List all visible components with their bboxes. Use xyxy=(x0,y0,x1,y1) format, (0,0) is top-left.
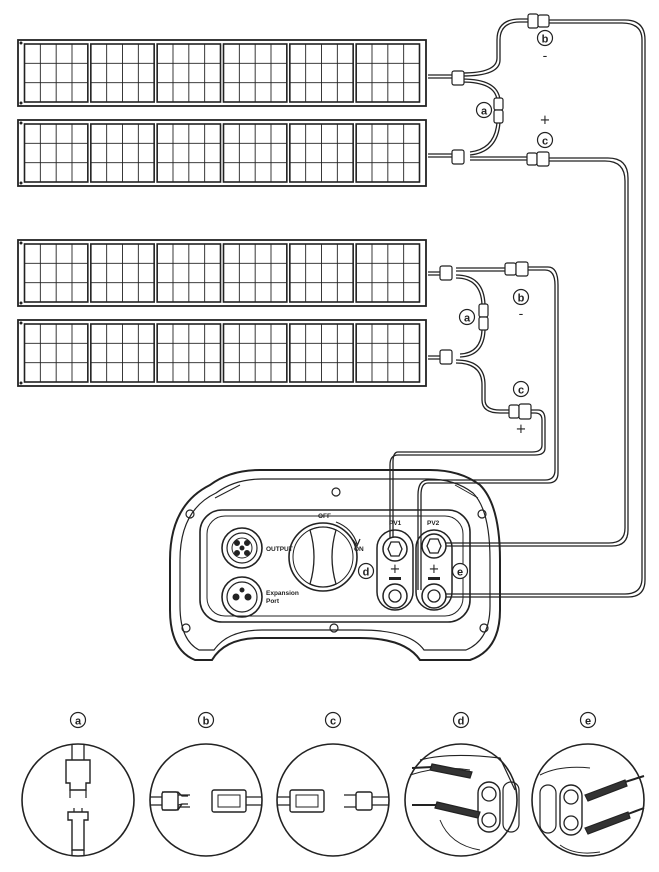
on-label: ON xyxy=(354,546,364,553)
callout-a-bottom: a xyxy=(458,308,476,326)
power-station xyxy=(169,469,501,661)
connector-c-top-2 xyxy=(536,151,550,167)
device-labels: OUTPUT Expansion Port OFF ON PV1 PV2 + +… xyxy=(266,513,469,605)
detail-labels: a b c d e xyxy=(69,711,597,729)
screw xyxy=(331,487,341,497)
pv2-port-group xyxy=(415,529,453,611)
svg-text:c: c xyxy=(518,385,524,397)
svg-text:d: d xyxy=(458,716,465,728)
callout-b-top: b - xyxy=(536,29,554,64)
connector-c-bottom-1 xyxy=(508,404,520,419)
top-group-cables xyxy=(428,18,646,598)
connector-a-bottom-1 xyxy=(478,303,489,318)
solar-panel-4 xyxy=(17,319,427,387)
off-label: OFF xyxy=(318,513,331,520)
expansion-label-2: Port xyxy=(266,598,280,605)
svg-text:a: a xyxy=(464,313,471,325)
cable-connectors xyxy=(439,13,550,420)
connector-b-bottom-2 xyxy=(515,261,529,277)
connector-bottom-1 xyxy=(439,265,453,281)
callout-e: e xyxy=(451,562,469,580)
connector-top-1 xyxy=(451,70,465,86)
connector-bottom-2 xyxy=(439,349,453,365)
svg-text:d: d xyxy=(363,567,370,579)
solar-panel-1 xyxy=(17,39,427,107)
svg-text:a: a xyxy=(75,716,82,728)
solar-panel-2 xyxy=(17,119,427,187)
svg-text:-: - xyxy=(543,49,548,64)
svg-text:+: + xyxy=(429,562,440,577)
svg-text:-: - xyxy=(519,307,524,322)
callout-a-top: a xyxy=(475,101,493,119)
screw xyxy=(479,623,489,633)
pv1-label: PV1 xyxy=(389,520,402,527)
screw xyxy=(181,623,191,633)
connector-top-2 xyxy=(451,149,465,165)
connector-b-bottom-1 xyxy=(504,262,517,276)
power-switch-knob xyxy=(288,521,361,592)
pv1-port-group xyxy=(376,529,414,611)
detail-c xyxy=(276,743,390,857)
svg-text:+: + xyxy=(540,113,551,128)
connector-c-top-1 xyxy=(526,152,538,166)
expansion-port xyxy=(221,576,263,618)
svg-text:b: b xyxy=(518,293,525,305)
connector-a-top-2 xyxy=(493,109,504,124)
connector-c-bottom-2 xyxy=(518,403,532,420)
connector-a-top-1 xyxy=(493,97,504,111)
detail-a xyxy=(21,743,135,857)
callout-b-bottom: b - xyxy=(512,288,530,322)
pv2-label: PV2 xyxy=(427,520,440,527)
pv2-negative-port xyxy=(421,583,447,609)
detail-d xyxy=(404,743,520,857)
screw xyxy=(185,509,195,519)
detail-row: a b c d e xyxy=(21,711,645,857)
bottom-group-cables xyxy=(389,266,559,590)
svg-text:a: a xyxy=(481,106,488,118)
screw xyxy=(329,623,339,633)
svg-text:b: b xyxy=(203,716,210,728)
callout-c-bottom: c + xyxy=(512,380,530,437)
callouts: b - a + c b - a c + xyxy=(458,29,554,437)
svg-text:+: + xyxy=(516,422,527,437)
pv1-positive-port xyxy=(382,536,408,562)
svg-text:+: + xyxy=(390,562,401,577)
connector-b-top-male xyxy=(527,13,539,29)
svg-text:b: b xyxy=(542,34,549,46)
screw xyxy=(477,509,487,519)
callout-c-top: + c xyxy=(536,113,554,149)
expansion-label: Expansion xyxy=(266,590,299,597)
connector-a-bottom-2 xyxy=(478,316,489,331)
pv1-negative-port xyxy=(382,583,408,609)
solar-panel-3 xyxy=(17,239,427,307)
output-label: OUTPUT xyxy=(266,546,293,553)
svg-text:c: c xyxy=(330,716,336,728)
detail-b xyxy=(149,743,263,857)
svg-text:e: e xyxy=(585,716,591,728)
solar-panels xyxy=(17,39,427,387)
detail-e xyxy=(531,743,645,857)
svg-text:c: c xyxy=(542,136,548,148)
connector-b-top-female xyxy=(537,14,550,28)
pv2-positive-port xyxy=(421,533,447,559)
output-port xyxy=(221,527,263,569)
callout-d: d xyxy=(357,562,375,580)
svg-text:e: e xyxy=(457,567,463,579)
